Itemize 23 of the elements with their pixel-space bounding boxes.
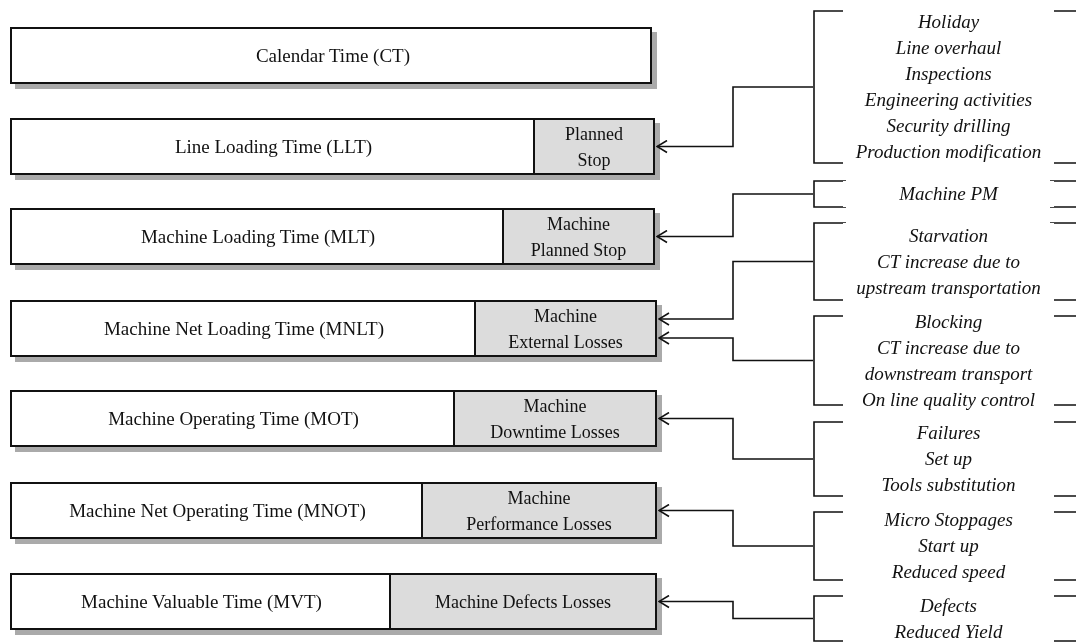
arrow xyxy=(656,86,814,154)
bar-label: Machine Net Loading Time (MNLT) xyxy=(102,316,385,341)
loss-box: Machine Defects Losses xyxy=(389,573,657,630)
loss-box: Machine External Losses xyxy=(474,300,657,357)
loss-cause: Machine PM xyxy=(843,181,1054,207)
loss-box: Machine Planned Stop xyxy=(502,208,655,265)
bar-label: Machine Operating Time (MOT) xyxy=(107,406,360,431)
loss-box: Machine Downtime Losses xyxy=(453,390,657,447)
bar-label: Line Loading Time (LLT) xyxy=(173,134,374,159)
arrow xyxy=(658,331,814,362)
arrow xyxy=(656,193,814,244)
arrow xyxy=(658,503,814,547)
bar-label: Machine Valuable Time (MVT) xyxy=(80,589,323,614)
bar-label: Machine Loading Time (MLT) xyxy=(139,224,377,249)
bar-label: Machine Net Operating Time (MNOT) xyxy=(68,498,367,523)
arrow xyxy=(658,594,814,620)
arrow xyxy=(658,411,814,460)
arrow xyxy=(658,260,814,326)
loss-box: Planned Stop xyxy=(533,118,655,175)
loss-cause: Holiday xyxy=(843,9,1054,35)
loss-cause: Defects xyxy=(843,592,1054,619)
bar-label: Calendar Time (CT) xyxy=(254,43,412,68)
loss-box: Machine Performance Losses xyxy=(421,482,657,539)
